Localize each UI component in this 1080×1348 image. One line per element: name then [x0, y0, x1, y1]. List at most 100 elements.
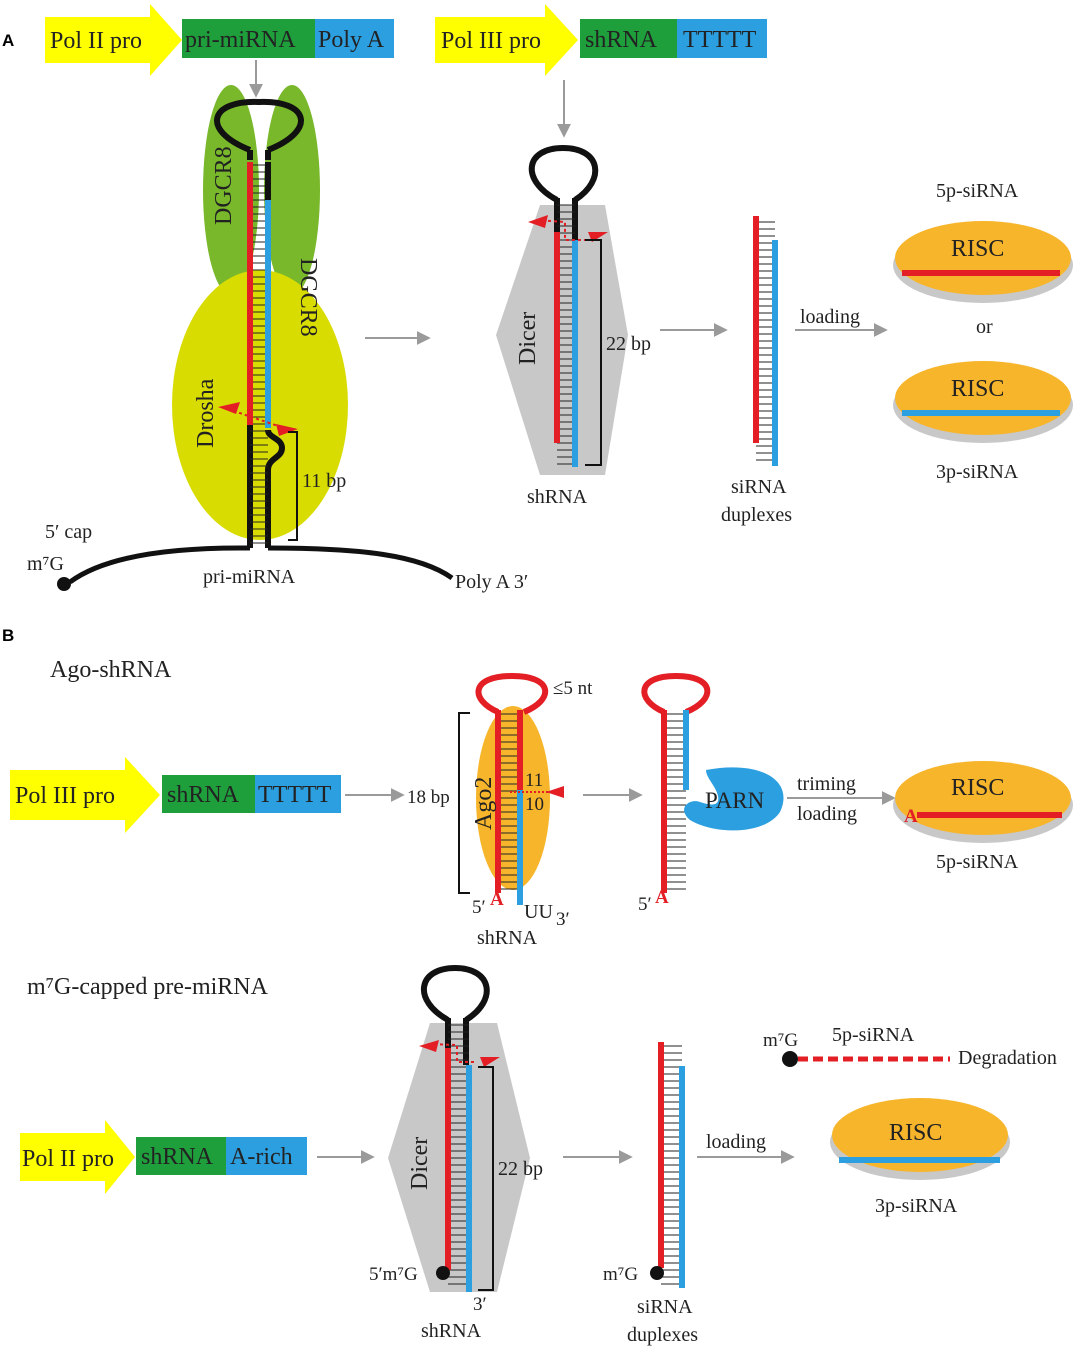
ttttt-segment-label: TTTTT: [258, 782, 332, 808]
arich-segment: [226, 1137, 307, 1175]
ago2-shrna: 11 10 Ago2 18 bp ≤5 nt 5′ A UU 3′ shRNA: [407, 672, 593, 949]
label-5prime-2: 5′: [638, 894, 652, 915]
label-a-3: A: [904, 806, 918, 827]
drosha-complex: DGCR8 DGCR8 Drosha: [172, 85, 348, 540]
risc-label: RISC: [951, 376, 1004, 402]
promoter-arrow: [10, 757, 160, 833]
label-11: 11: [525, 770, 543, 791]
ttttt-segment: [677, 19, 767, 58]
ago-shrna-base-pairs: [498, 713, 520, 890]
label-or: or: [976, 316, 993, 338]
dgcr8-right-shape: [264, 85, 320, 295]
bracket-11bp: [288, 431, 298, 541]
risc-5p-a: RISC: [893, 221, 1073, 303]
pri-mirna-segment-label: pri-miRNA: [185, 27, 296, 53]
sirna-duplex-b: m⁷G siRNA duplexes: [603, 1042, 698, 1346]
ago-shrna-title: Ago-shRNA: [50, 657, 172, 683]
m7g-cap-dot: [650, 1266, 664, 1280]
ago2-cut-arrowhead: [546, 786, 564, 798]
label-m7g-deg: m⁷G: [763, 1030, 798, 1051]
dgcr8-left-shape: [203, 85, 259, 295]
ago-shrna-loop: [475, 672, 548, 715]
shrna-base-pairs: [448, 1024, 469, 1285]
construct-pol3-shrna-b: Pol III pro shRNA TTTTT: [10, 757, 341, 833]
label-m7g: m⁷G: [603, 1264, 638, 1285]
dicer-shape: [496, 205, 628, 475]
trim-loop: [641, 672, 711, 715]
trim-base-pairs: [664, 713, 686, 890]
label-sirna: siRNA: [731, 476, 787, 498]
pri-mirna-hairpin: 11 bp 5′ cap m⁷G pri-miRNA Poly A 3′: [27, 98, 528, 593]
label-5prime-m7g: 5′m⁷G: [369, 1264, 418, 1285]
label-loading-a: loading: [800, 306, 860, 328]
label-uu: UU: [524, 901, 553, 923]
m7g-cap-dot: [782, 1051, 798, 1067]
label-10: 10: [525, 794, 544, 815]
construct-pol2-shrna: Pol II pro shRNA A-rich: [20, 1120, 307, 1194]
promoter-label: Pol II pro: [22, 1146, 114, 1172]
polya-segment-label: Poly A: [318, 27, 385, 53]
m7g-cap-dot: [436, 1266, 450, 1280]
label-5p-sirna-deg: 5p-siRNA: [832, 1024, 915, 1046]
cleavage-arrowhead-right: [276, 424, 298, 436]
pri-mirna-strand-left: [68, 545, 251, 585]
ttttt-segment-label: TTTTT: [683, 27, 757, 53]
pri-mirna-strand-right: [267, 545, 454, 581]
risc-label: RISC: [951, 236, 1004, 262]
drosha-shape: [172, 270, 348, 540]
arich-segment-label: A-rich: [230, 1144, 293, 1170]
promoter-label: Pol III pro: [15, 783, 115, 809]
risc-3p-b: RISC: [830, 1098, 1010, 1180]
panel-a-label: A: [2, 31, 14, 50]
m7g-cap-dot: [57, 577, 71, 591]
label-5-prime-cap: 5′ cap: [45, 521, 92, 543]
ttttt-segment: [255, 775, 341, 813]
basal-stem-right: [265, 429, 286, 548]
dicer-shrna-a: Dicer 22 bp shRNA: [496, 144, 651, 508]
risc-label: RISC: [889, 1120, 942, 1146]
label-degradation: Degradation: [958, 1047, 1057, 1069]
sirna-duplex-a: siRNA duplexes: [721, 216, 792, 526]
risc-shape: [895, 361, 1071, 435]
bracket-18bp: [458, 712, 470, 894]
terminal-loop: [214, 98, 304, 153]
dicer-cut-line: [427, 1043, 477, 1063]
label-5nt: ≤5 nt: [553, 678, 593, 699]
dgcr8-left-label: DGCR8: [211, 146, 237, 225]
dicer-cut-line: [535, 219, 585, 241]
shrna-segment-label: shRNA: [141, 1144, 214, 1170]
ago2-label: Ago2: [471, 777, 497, 830]
label-loading-b2: loading: [706, 1131, 766, 1153]
dicer-label: Dicer: [515, 312, 541, 365]
pri-mirna-segment: [182, 19, 315, 58]
label-11bp: 11 bp: [302, 470, 346, 492]
shrna-segment: [580, 19, 677, 58]
label-22bp: 22 bp: [498, 1158, 543, 1180]
shrna-segment-label: shRNA: [167, 782, 240, 808]
shrna-segment: [136, 1137, 226, 1175]
drosha-label: Drosha: [193, 378, 219, 448]
promoter-arrow: [45, 4, 182, 76]
parn-trimming: PARN 5′ A: [638, 672, 784, 915]
parn-shape: [684, 767, 784, 831]
dicer-cut-arrowhead-left: [528, 215, 548, 228]
duplex-base-pairs: [661, 1045, 682, 1285]
shrna-loop: [528, 144, 599, 203]
risc-3p-a: RISC: [893, 361, 1073, 443]
label-3prime: 3′: [556, 909, 570, 930]
label-3prime: 3′: [473, 1294, 487, 1315]
m7g-capped-title: m⁷G-capped pre-miRNA: [27, 974, 269, 1000]
duplex-base-pairs: [756, 221, 775, 461]
shrna-segment: [162, 775, 255, 813]
label-18bp: 18 bp: [407, 787, 450, 808]
label-22bp: 22 bp: [606, 333, 651, 355]
dicer-label: Dicer: [407, 1137, 433, 1190]
risc-shape: [832, 1098, 1008, 1172]
risc-shape: [895, 221, 1071, 295]
label-3p-sirna-b: 3p-siRNA: [875, 1195, 958, 1217]
construct-pol2-pri-mirna: Pol II pro pri-miRNA Poly A: [45, 4, 394, 76]
label-triming: triming: [797, 773, 856, 795]
risc-5p-b: A RISC: [893, 761, 1073, 843]
dgcr8-right-label: DGCR8: [295, 258, 321, 337]
